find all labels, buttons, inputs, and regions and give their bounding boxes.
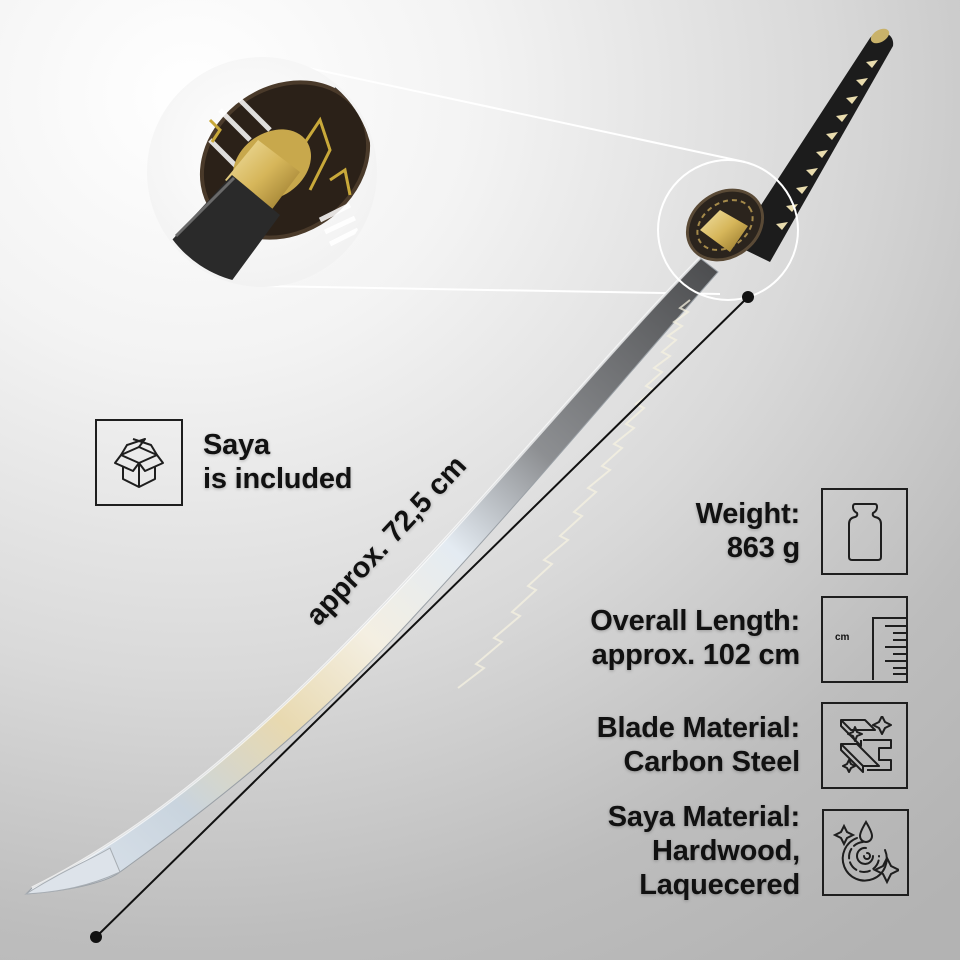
- saya-label: Saya: [203, 429, 270, 461]
- blade: [24, 256, 719, 895]
- steel-beam-icon: [839, 715, 892, 773]
- wood-rings-icon: [832, 819, 899, 884]
- ruler-cm-text: cm: [835, 632, 850, 643]
- spec-saya-material-value2: Laquecered: [639, 869, 800, 901]
- spec-weight: Weight: 863 g: [695, 497, 801, 565]
- detail-circle-small: [657, 159, 799, 301]
- included-label: is included: [203, 463, 353, 495]
- spec-length: Overall Length: approx. 102 cm: [590, 604, 800, 672]
- spec-weight-value: 863 g: [726, 532, 800, 564]
- spec-saya-material: Saya Material: Hardwood, Laquecered: [608, 800, 800, 902]
- spec-saya-material-value: Hardwood,: [651, 835, 800, 867]
- ruler-icon: [872, 617, 906, 680]
- tsuba-small: [685, 188, 765, 262]
- callout-lines: [261, 57, 746, 295]
- dimension-line: [90, 291, 754, 943]
- spec-weight-label: Weight:: [695, 498, 801, 530]
- spec-saya-material-label: Saya Material:: [607, 801, 800, 833]
- handle: [735, 28, 894, 262]
- spec-length-icon-box: cm: [821, 596, 908, 683]
- spec-blade-material-value: Carbon Steel: [623, 746, 801, 778]
- spec-weight-icon-box: [821, 488, 908, 575]
- spec-length-value: approx. 102 cm: [591, 639, 801, 671]
- spec-length-label: Overall Length:: [590, 605, 800, 637]
- spec-saya-material-icon-box: [822, 809, 909, 896]
- weight-icon: [847, 502, 882, 561]
- open-box-icon: [114, 437, 164, 488]
- spec-blade-material: Blade Material: Carbon Steel: [597, 711, 800, 779]
- saya-included-text: Saya is included: [203, 428, 352, 496]
- spec-blade-material-label: Blade Material:: [596, 712, 800, 744]
- spec-blade-material-icon-box: [821, 702, 908, 789]
- saya-included-icon-box: [95, 419, 183, 506]
- detail-circle-large: [147, 57, 377, 287]
